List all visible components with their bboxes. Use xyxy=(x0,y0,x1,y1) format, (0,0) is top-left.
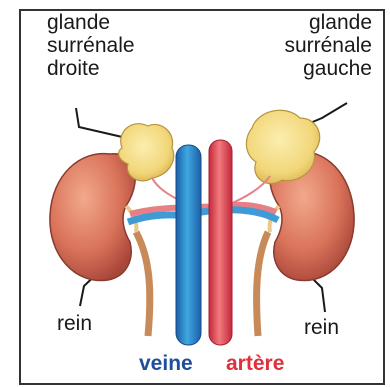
left-gland-label-line2: surrénale xyxy=(47,35,135,57)
right-gland-label-line2: surrénale xyxy=(284,35,372,57)
right-kidney-label: rein xyxy=(304,317,339,339)
right-ureter xyxy=(257,232,268,336)
aorta xyxy=(209,140,232,345)
left-gland-label-line1: glande xyxy=(47,12,110,34)
vena-cava xyxy=(176,145,201,345)
left-kidney xyxy=(50,154,135,281)
artery-label: artère xyxy=(226,353,284,375)
vein-label: veine xyxy=(139,353,193,375)
right-gland-label-line3: gauche xyxy=(303,58,372,80)
right-renal-vein xyxy=(190,210,278,220)
left-kidney-label: rein xyxy=(57,313,92,335)
left-ureter xyxy=(136,232,150,336)
left-gland-label-line3: droite xyxy=(47,58,100,80)
right-gland-label-line1: glande xyxy=(309,12,372,34)
